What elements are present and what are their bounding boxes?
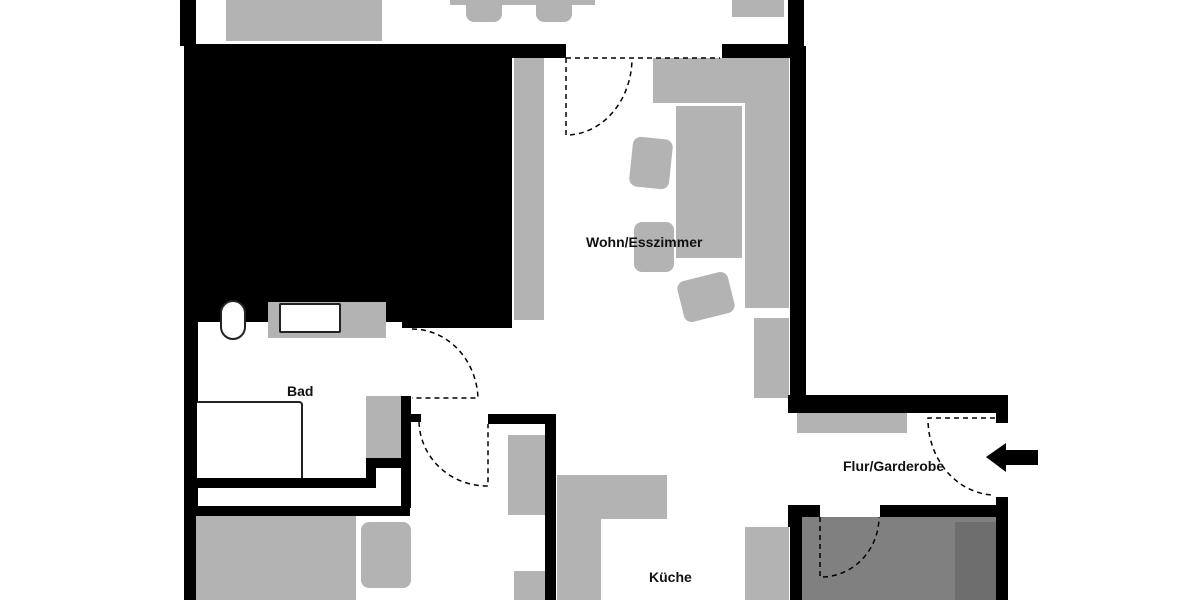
wall-living-right [790,46,806,412]
sink-basin [279,303,341,333]
wall-bath-left [184,300,198,600]
wall-hall-right-lower [996,497,1008,600]
wall-kitchen-top [488,414,556,424]
furniture-sofa-l-side [745,58,789,308]
furniture-bed-bottom [196,516,356,600]
wall-horizontal-top-right [722,44,804,58]
unused-area-block [184,46,512,322]
room-label-flur: Flur/Garderobe [843,458,945,474]
room-label-kueche: Küche [649,569,692,585]
furniture-kitchen-counter-right [745,527,789,600]
furniture-sideboard-right [754,318,789,398]
wall-hall-top-right [996,395,1008,423]
furniture-kitchen-counter [557,519,601,600]
toilet [220,300,246,340]
furniture-table-top [450,0,595,5]
furniture-chair-1 [628,136,674,190]
wall-kitchen-left [545,414,556,600]
furniture-nightstand [361,522,411,588]
wall-bath-bottom-inner [196,478,376,488]
furniture-bed-top [226,0,382,41]
wall-top-right-outer [788,0,804,46]
wall-storage-top-right [880,505,1000,517]
furniture-cabinet-top-right [732,0,784,17]
wall-bath-right [401,396,411,508]
wall-hall-top [788,395,1008,413]
room-label-wohn: Wohn/Esszimmer [586,234,703,250]
furniture-chair-3 [675,270,737,324]
furniture-chair-top-2 [536,0,572,22]
wall-bedroom-top [196,506,410,516]
furniture-kitchen-counter-left [508,435,545,515]
furniture-chair-top-1 [466,0,502,22]
wall-bath-top-right-ext [488,300,512,322]
furniture-dining-table [676,106,742,258]
storage-shelf [955,522,996,600]
wall-top-left-outer [180,0,196,46]
bathtub [197,401,303,481]
furniture-shelf-left [514,58,544,320]
wall-bath-door-stub [401,414,421,422]
furniture-bath-cabinet [366,396,402,458]
wall-storage-left [790,505,802,600]
wall-bath-bottom-step-h [366,458,406,468]
furniture-kitchen-island [557,475,667,519]
furniture-chair-2 [634,222,674,272]
furniture-kitchen-counter-left-2 [514,571,545,600]
wall-bath-bottom-step [366,458,376,488]
room-label-bad: Bad [287,383,314,399]
furniture-wardrobe [797,413,907,433]
